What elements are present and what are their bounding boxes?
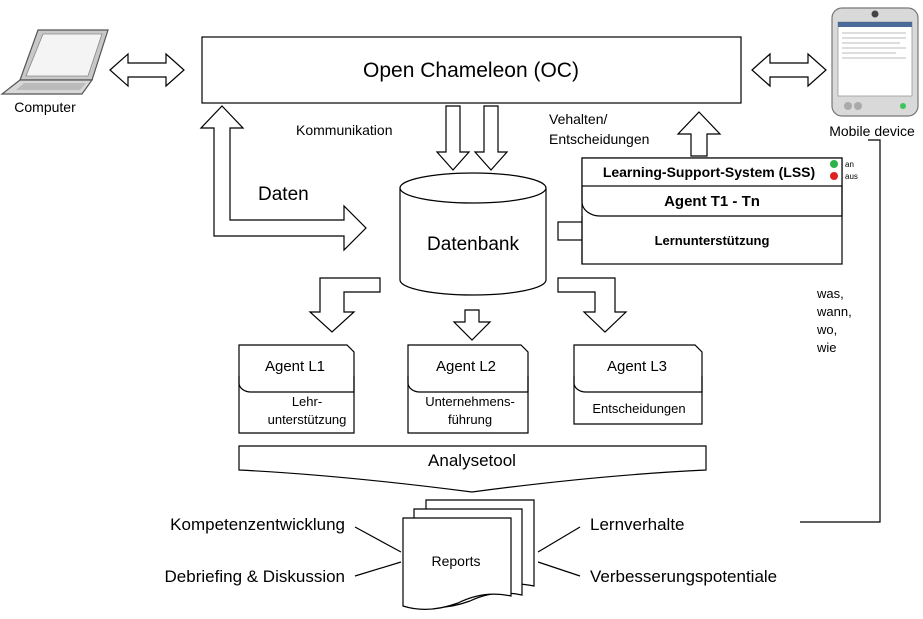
datenbank-cylinder [399,172,547,296]
lss-off-label: aus [845,172,858,181]
reports-documents [402,499,535,610]
debriefing-label: Debriefing & Diskussion [165,567,345,586]
reports-label: Reports [431,553,480,569]
oc-mobile-double-arrow [751,52,827,88]
lss-to-oc-arrow [676,111,722,157]
agent-l1-box [238,344,355,434]
kommunikation-arrow-2 [473,105,509,171]
was-wann-line-1: was, [816,286,844,301]
lss-title: Learning-Support-System (LSS) [603,164,815,180]
was-wann-line-4: wie [816,340,837,355]
lss-off-indicator [830,172,838,180]
agent-l3-title: Agent L3 [607,358,667,375]
verbesserung-label: Verbesserungspotentiale [590,567,777,586]
db-agent-l2-arrow [452,309,492,341]
lss-support-label: Lernunterstützung [655,233,770,248]
daten-arrow [199,105,367,252]
debriefing-connector [354,561,402,577]
agent-l2-title: Agent L2 [436,358,496,375]
kompetenz-connector [354,526,402,553]
verhalten-label-line1: Vehalten/ [549,111,607,127]
lss-on-label: an [845,160,854,169]
mobile-device-icon [831,7,919,117]
kompetenzentwicklung-label: Kompetenzentwicklung [170,515,345,534]
agent-l3-line1: Entscheidungen [592,401,685,416]
lss-on-indicator [830,160,838,168]
agent-l1-line1: Lehr- [292,394,322,409]
agent-l2-line2: führung [448,412,492,427]
computer-icon [0,29,109,95]
was-wann-text: was, wann, wo, wie [816,286,852,355]
lss-title-box [581,157,843,187]
learning-support-system [581,157,843,265]
was-wann-line-2: wann, [816,304,852,319]
verhalten-label-line2: Entscheidungen [549,131,649,147]
lernverhalte-label: Lernverhalte [590,515,685,534]
db-agent-l3-arrow [557,277,628,333]
kommunikation-label: Kommunikation [296,122,393,138]
computer-label: Computer [14,99,76,115]
agent-l1-line2: unterstützung [268,412,347,427]
lernverhalte-connector [537,526,581,553]
mobile-device-label: Mobile device [829,123,915,139]
agent-l2-line1: Unternehmens- [425,394,515,409]
agent-l1-title: Agent L1 [265,358,325,375]
agent-l3-box [573,344,703,425]
analysetool-funnel [238,445,707,493]
db-agent-l1-arrow [308,277,381,333]
datenbank-label: Datenbank [427,234,519,255]
feedback-line [800,139,881,523]
computer-oc-double-arrow [109,52,185,88]
verbesserung-connector [537,561,581,577]
open-chameleon-title: Open Chameleon (OC) [363,59,579,82]
lss-agent-label: Agent T1 - Tn [664,193,760,210]
open-chameleon-box [201,36,742,104]
analysetool-label: Analysetool [428,451,516,470]
daten-label: Daten [258,184,309,205]
kommunikation-arrow-1 [435,105,471,171]
db-lss-connector [557,221,584,241]
agent-l2-box [407,344,529,434]
was-wann-line-3: wo, [816,322,837,337]
